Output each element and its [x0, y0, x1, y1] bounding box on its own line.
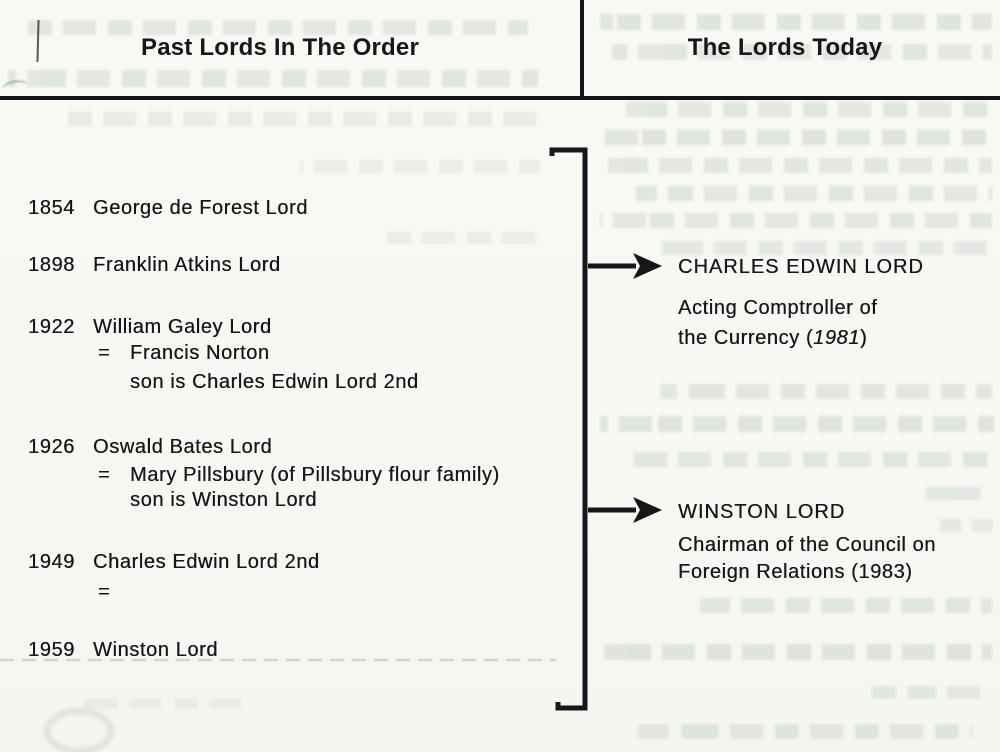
lineage-entry-1922: 1922 William Galey Lord [28, 314, 272, 340]
today-entry-title-line2: Foreign Relations (1983) [678, 561, 913, 583]
title-year-italic: 1981 [813, 327, 861, 349]
spouse-line-1949: = [98, 579, 130, 605]
entry-year: 1959 [28, 639, 75, 661]
today-entry-title-line1: Acting Comptroller of [678, 297, 878, 319]
equals-sign: = [98, 342, 111, 364]
scan-artifact-smudge-ring [44, 708, 114, 752]
equals-sign: = [98, 464, 111, 486]
spouse-name: Mary Pillsbury (of Pillsbury flour famil… [130, 464, 500, 486]
title-text: the Currency ( [678, 327, 814, 349]
arrow-to-charles-edwin-lord [588, 253, 662, 279]
entry-name: Charles Edwin Lord 2nd [93, 551, 320, 573]
today-entry-name-winston: WINSTON LORD [678, 501, 846, 523]
spouse-line-1922: = Francis Norton [98, 340, 270, 366]
arrow-to-winston-lord [588, 497, 662, 523]
lineage-entry-1898: 1898 Franklin Atkins Lord [28, 252, 281, 278]
title-close-paren: ) [860, 327, 868, 349]
lineage-entry-1959: 1959 Winston Lord [28, 637, 218, 663]
entry-name: Oswald Bates Lord [93, 436, 273, 458]
equals-sign: = [98, 581, 111, 603]
entry-name: Franklin Atkins Lord [93, 254, 281, 276]
entry-year: 1949 [28, 551, 75, 573]
entry-year: 1854 [28, 197, 75, 219]
entry-year: 1898 [28, 254, 75, 276]
lineage-entry-1854: 1854 George de Forest Lord [28, 195, 308, 221]
child-note-1926: son is Winston Lord [130, 489, 318, 511]
column-header-past-lords: Past Lords In The Order [141, 34, 419, 61]
entry-name: Winston Lord [93, 639, 219, 661]
spouse-line-1926: = Mary Pillsbury (of Pillsbury flour fami… [98, 462, 500, 488]
today-entry-name-charles: CHARLES EDWIN LORD [678, 256, 924, 278]
today-entry-title-line1: Chairman of the Council on [678, 534, 936, 556]
header-horizontal-rule [0, 96, 1000, 100]
lineage-entry-1949: 1949 Charles Edwin Lord 2nd [28, 549, 320, 575]
today-entry-title-line2: the Currency (1981) [678, 325, 867, 351]
entry-year: 1926 [28, 436, 75, 458]
lineage-entry-1926: 1926 Oswald Bates Lord [28, 434, 272, 460]
entry-name: George de Forest Lord [93, 197, 308, 219]
entry-year: 1922 [28, 316, 75, 338]
header-vertical-divider [580, 0, 584, 97]
scan-artifact-streak [0, 659, 556, 661]
column-header-lords-today: The Lords Today [687, 34, 883, 61]
entry-name: William Galey Lord [93, 316, 272, 338]
spouse-name: Francis Norton [130, 342, 270, 364]
grouping-bracket [549, 147, 588, 711]
child-note-1922: son is Charles Edwin Lord 2nd [130, 371, 419, 393]
